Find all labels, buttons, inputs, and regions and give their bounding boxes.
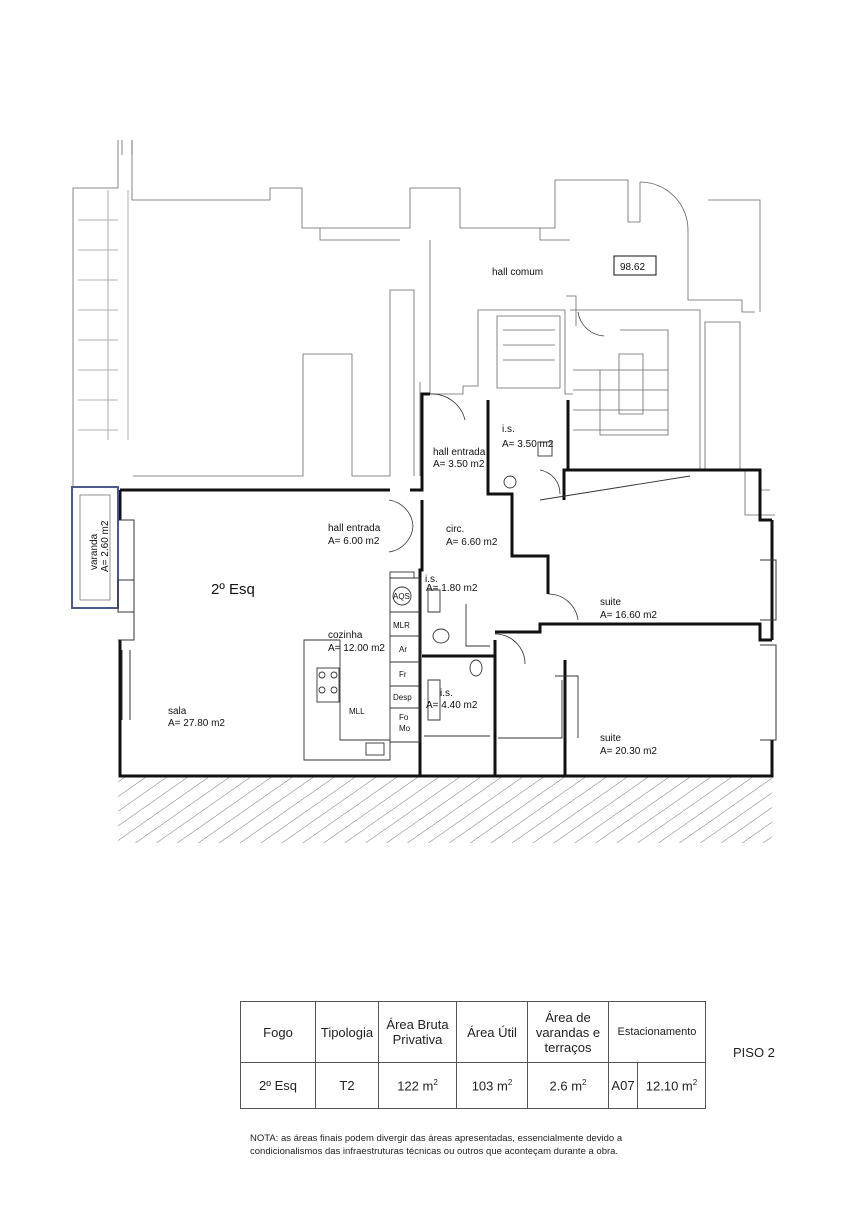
room-circ-area: A= 6.60 m2	[446, 537, 498, 548]
cell-area-bruta-value: 122 m	[397, 1078, 434, 1094]
room-hall-entrada-name: hall entrada	[328, 523, 381, 534]
floor-label: PISO 2	[733, 1045, 775, 1060]
room-is-small-area: A= 1.80 m2	[426, 583, 478, 594]
cell-estacionamento-area-sup: 2	[692, 1077, 698, 1087]
header-area-bruta-line2: Privativa	[392, 1032, 443, 1047]
room-is-lower-area: A= 4.40 m2	[426, 700, 478, 711]
appliance-aqs: AQS	[393, 592, 410, 601]
cell-estacionamento-code: A07	[608, 1062, 638, 1109]
summary-table: Fogo Tipologia Área Bruta Privativa Área…	[240, 1001, 706, 1109]
terrain-hatch	[118, 776, 772, 843]
room-varanda-area: A= 2.60 m2	[100, 520, 111, 572]
room-circ-name: circ.	[446, 524, 464, 535]
common-hall-code: 98.62	[620, 262, 645, 273]
table-row: 2º Esq T2 122 m2 103 m2 2.6 m2 A07 12.10…	[240, 1062, 706, 1109]
room-is-upper-name: i.s.	[502, 424, 515, 435]
header-area-bruta: Área Bruta Privativa	[378, 1001, 457, 1063]
cell-fogo: 2º Esq	[240, 1062, 316, 1109]
header-estacionamento: Estacionamento	[608, 1001, 706, 1063]
room-labels: hall comum 98.62 2º Esq varanda A= 2.60 …	[89, 255, 657, 757]
room-sala-name: sala	[168, 706, 187, 717]
room-cozinha-name: cozinha	[328, 630, 363, 641]
room-is-lower-name: i.s.	[440, 688, 453, 699]
unit-walls	[118, 392, 774, 778]
appliance-desp: Desp	[393, 693, 412, 702]
room-is-small-name: i.s.	[425, 574, 438, 585]
appliance-labels: AQS MLR Ar Fr Desp MLL Fo Mo	[349, 592, 412, 733]
appliance-mll: MLL	[349, 707, 365, 716]
cell-varandas-value: 2.6 m	[549, 1078, 583, 1094]
room-hall-entrada-common-name: hall entrada	[433, 447, 486, 458]
header-varandas: Área de varandas e terraços	[527, 1001, 609, 1063]
room-suite-1-name: suite	[600, 597, 622, 608]
varanda-inner	[79, 494, 111, 601]
header-area-bruta-line1: Área Bruta	[386, 1017, 449, 1032]
unit-label: 2º Esq	[211, 581, 255, 598]
cell-area-util: 103 m2	[456, 1062, 528, 1109]
cell-varandas: 2.6 m2	[527, 1062, 609, 1109]
cell-varandas-sup: 2	[582, 1077, 587, 1087]
fixtures	[303, 441, 691, 761]
room-suite-2-name: suite	[600, 733, 622, 744]
header-fogo: Fogo	[240, 1001, 316, 1063]
appliance-ar: Ar	[399, 645, 407, 654]
appliance-mlr: MLR	[393, 621, 410, 630]
cell-area-util-sup: 2	[507, 1077, 513, 1087]
appliance-fr: Fr	[399, 670, 407, 679]
common-hall-label: hall comum	[492, 267, 543, 278]
cell-estacionamento-area-value: 12.10 m	[645, 1078, 693, 1094]
note-text: NOTA: as áreas finais podem divergir das…	[250, 1133, 623, 1157]
appliance-fo: Fo	[399, 713, 409, 722]
doors	[388, 311, 605, 665]
cell-area-bruta: 122 m2	[378, 1062, 457, 1109]
summary-table-wrap: Fogo Tipologia Área Bruta Privativa Área…	[240, 1001, 706, 1109]
room-varanda-name: varanda	[89, 533, 100, 570]
header-tipologia: Tipologia	[315, 1001, 379, 1063]
room-cozinha-area: A= 12.00 m2	[328, 643, 385, 654]
cell-tipologia: T2	[315, 1062, 379, 1109]
room-hall-entrada-common-area: A= 3.50 m2	[433, 459, 485, 470]
room-is-upper-area: A= 3.50 m2	[502, 439, 554, 450]
common-hall-code-box	[613, 255, 657, 276]
header-varandas-line3: terraços	[544, 1039, 592, 1055]
header-area-util: Área Útil	[456, 1001, 528, 1063]
varanda-outline	[71, 486, 119, 609]
room-suite-2-area: A= 20.30 m2	[600, 746, 657, 757]
context-lines	[72, 140, 775, 516]
cell-area-util-value: 103 m	[471, 1078, 508, 1094]
room-suite-1-area: A= 16.60 m2	[600, 610, 657, 621]
table-header-row: Fogo Tipologia Área Bruta Privativa Área…	[240, 1001, 706, 1063]
header-varandas-line1: Área de	[545, 1009, 591, 1025]
windows	[117, 519, 777, 741]
header-varandas-line2: varandas e	[535, 1024, 601, 1040]
room-sala-area: A= 27.80 m2	[168, 718, 225, 729]
cell-estacionamento-area: 12.10 m2	[637, 1062, 706, 1109]
cell-area-bruta-sup: 2	[433, 1077, 438, 1087]
appliance-mo: Mo	[399, 724, 411, 733]
room-hall-entrada-area: A= 6.00 m2	[328, 536, 380, 547]
